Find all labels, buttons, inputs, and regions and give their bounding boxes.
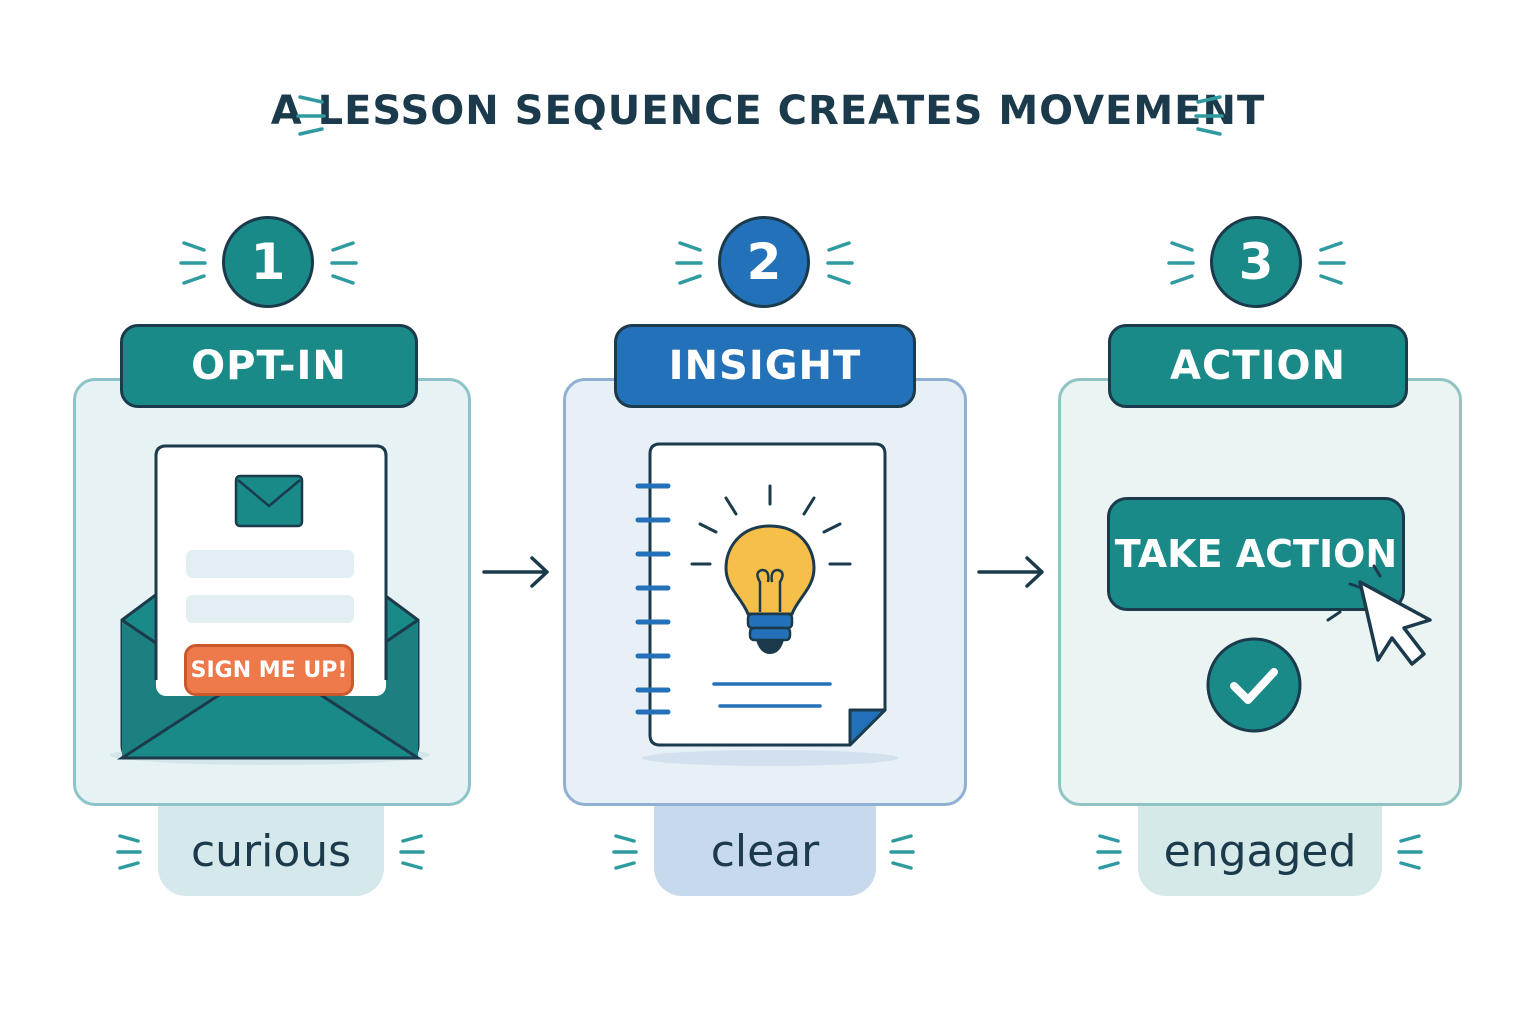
lightbulb-icon bbox=[690, 484, 852, 654]
sign-up-button[interactable]: SIGN ME UP! bbox=[184, 644, 354, 696]
step-1-number: 1 bbox=[222, 216, 314, 308]
envelope-icon bbox=[110, 444, 430, 765]
step-3-mood: engaged bbox=[1138, 806, 1382, 896]
step-2-number: 2 bbox=[718, 216, 810, 308]
page-title: A LESSON SEQUENCE CREATES MOVEMENT bbox=[270, 88, 1266, 134]
arrow-right-icon bbox=[977, 556, 1044, 588]
step-3-label: ACTION bbox=[1108, 324, 1408, 408]
step-1-label: OPT-IN bbox=[120, 324, 418, 408]
take-action-button[interactable]: TAKE ACTION bbox=[1107, 497, 1405, 611]
cursor-icon bbox=[1326, 564, 1432, 666]
step-1-mood: curious bbox=[158, 806, 384, 896]
step-3-number: 3 bbox=[1210, 216, 1302, 308]
arrow-right-icon bbox=[482, 556, 549, 588]
check-icon bbox=[1206, 637, 1302, 733]
step-2-label: INSIGHT bbox=[614, 324, 916, 408]
step-2-mood: clear bbox=[654, 806, 876, 896]
